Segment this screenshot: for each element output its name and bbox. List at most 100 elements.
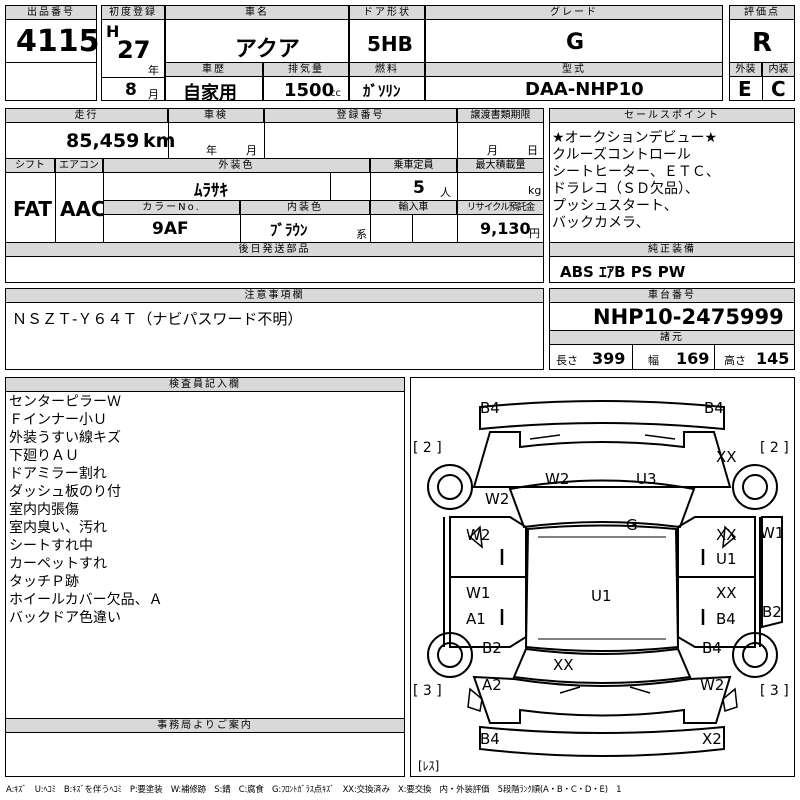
specs-label: 諸元	[549, 330, 795, 345]
ac: AAC	[60, 197, 106, 221]
month-unit: 月	[148, 88, 159, 101]
damage-mark: XX	[716, 584, 737, 602]
inspector-line: カーペットすれ	[9, 556, 107, 572]
fuel: ｶﾞｿﾘﾝ	[363, 82, 401, 100]
score-label: 評価点	[729, 5, 795, 20]
office-label: 事務局よりご案内	[5, 718, 405, 733]
lot-box	[5, 5, 97, 101]
car-diagram	[427, 400, 783, 757]
damage-mark: G	[626, 516, 638, 534]
int-color-label: 内装色	[240, 200, 370, 215]
len: 399	[592, 349, 626, 368]
history: 自家用	[183, 83, 237, 104]
transfer-label: 譲渡書類期限	[457, 108, 544, 123]
door-label: ドア形状	[349, 5, 425, 20]
panel-tag: [ 2 ]	[413, 440, 442, 456]
door-type: 5HB	[367, 32, 413, 56]
int-color-unit: 系	[356, 228, 367, 241]
shift: FAT	[13, 197, 52, 221]
capacity-label: 乗車定員	[370, 158, 457, 173]
displacement-unit: cc	[330, 88, 341, 99]
damage-mark: U1	[716, 550, 737, 568]
fuel-label: 燃料	[349, 62, 425, 77]
sales-line: クルーズコントロール	[552, 147, 691, 163]
wid-label: 幅	[648, 354, 659, 367]
damage-mark: B4	[704, 399, 724, 417]
car-name: アクア	[235, 37, 300, 62]
damage-mark: B2	[762, 603, 782, 621]
damage-mark: W2	[466, 526, 491, 544]
damage-mark: B4	[480, 730, 500, 748]
damage-mark: XX	[716, 448, 737, 466]
mileage: 85,459	[66, 130, 140, 152]
transfer-month-unit: 月	[487, 144, 498, 157]
inspector-line: 下廻りＡＵ	[9, 448, 79, 464]
damage-mark: XX	[553, 656, 574, 674]
lot-label: 出品番号	[5, 5, 97, 20]
notes-label: 注意事項欄	[5, 288, 544, 303]
grade: G	[566, 30, 585, 55]
later-parts-label: 後日発送部品	[5, 242, 544, 257]
inspector-line: Ｆインナー小Ｕ	[9, 412, 107, 428]
inspector-label: 検査員記入欄	[5, 377, 405, 392]
model-label: 型式	[425, 62, 723, 77]
inspector-line: ホイールカバー欠品、Ａ	[9, 592, 163, 608]
inspector-line: 室内内張傷	[9, 502, 79, 518]
damage-mark: W2	[545, 470, 570, 488]
sales-label: セールスポイント	[549, 108, 795, 123]
first-reg-label: 初度登録	[101, 5, 165, 20]
inspector-line: シートすれ中	[9, 538, 93, 554]
damage-mark: B4	[716, 610, 736, 628]
damage-mark: B4	[702, 639, 722, 657]
damage-mark: W2	[700, 676, 725, 694]
mileage-unit: km	[143, 130, 176, 152]
transfer-day-unit: 日	[527, 144, 538, 157]
panel-tag: [ 3 ]	[413, 683, 442, 699]
hgt-label: 高さ	[724, 354, 746, 367]
recycle: 9,130	[480, 219, 531, 238]
insp-year-unit: 年	[206, 144, 217, 157]
damage-mark: A1	[466, 610, 486, 628]
damage-mark: U3	[636, 470, 657, 488]
color-no-label: カラーNo.	[103, 200, 240, 215]
sales-line: バックカメラ、	[552, 215, 650, 231]
hgt: 145	[756, 349, 790, 368]
load-label: 最大積載量	[457, 158, 544, 173]
legend: A:ｷｽﾞ U:ﾍｺﾐ B:ｷｽﾞを伴うﾍｺﾐ P:要塗装 W:補修跡 S:錆 …	[6, 785, 622, 795]
score: R	[752, 28, 773, 58]
ext-label: 外装	[729, 62, 762, 77]
damage-mark: A2	[482, 676, 502, 694]
inspector-line: ドアミラー割れ	[9, 466, 107, 482]
damage-mark: B2	[482, 639, 502, 657]
int-label: 内装	[762, 62, 795, 77]
int-grade: C	[771, 77, 786, 101]
color-label: 外装色	[103, 158, 370, 173]
damage-mark: X2	[702, 730, 722, 748]
insp-month-unit: 月	[246, 144, 257, 157]
chassis-number: NHP10-2475999	[593, 305, 784, 329]
recycle-unit: 円	[529, 227, 540, 240]
damage-mark: U1	[591, 587, 612, 605]
inspector-lines: センターピラーＷ Ｆインナー小Ｕ 外装うすい線キズ 下廻りＡＵ ドアミラー割れ …	[9, 393, 163, 627]
capacity: 5	[413, 178, 425, 198]
shift-label: シフト	[5, 158, 55, 173]
inspector-line: 外装うすい線キズ	[9, 430, 121, 446]
year-unit: 年	[148, 64, 159, 77]
car-name-label: 車名	[165, 5, 349, 20]
damage-mark: XX	[716, 526, 737, 544]
displacement: 1500	[284, 80, 335, 101]
equipment: ABS ｴｱB PS PW	[560, 263, 686, 281]
equipment-label: 純正装備	[549, 242, 795, 257]
sales-line: プッシュスタート、	[552, 198, 678, 214]
sales-line: ★オークションデビュー★	[552, 130, 718, 146]
mileage-label: 走行	[5, 108, 168, 123]
inspector-line: ダッシュ板のり付	[9, 484, 121, 500]
panel-tag: [ 3 ]	[760, 683, 789, 699]
panel-tag: [ 2 ]	[760, 440, 789, 456]
color-no: 9AF	[152, 219, 189, 239]
len-label: 長さ	[556, 354, 578, 367]
capacity-unit: 人	[440, 186, 451, 199]
inspector-line: バックドア色違い	[9, 610, 121, 626]
inspector-line: タッチＰ跡	[9, 574, 79, 590]
inspector-line: 室内臭い、汚れ	[9, 520, 107, 536]
